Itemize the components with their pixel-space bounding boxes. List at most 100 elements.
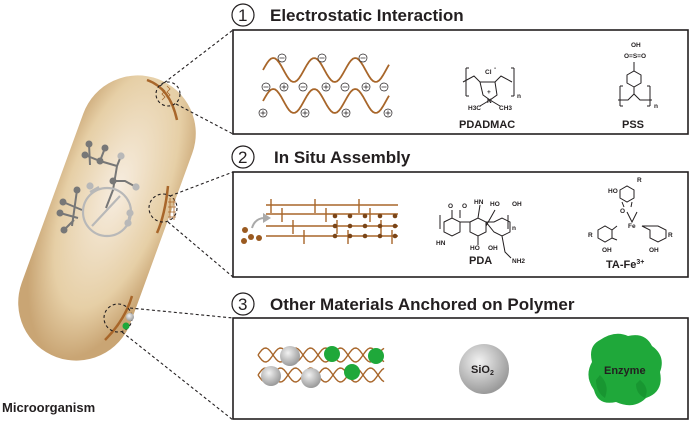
section-box — [232, 29, 689, 135]
coating-mini-2 — [168, 198, 176, 220]
precursor-particles — [241, 227, 262, 244]
ta-fe-structure: R HO O Fe R R OH OH TA-Fe3+ — [588, 177, 673, 271]
deposited-particle — [332, 233, 338, 239]
pdadmac-structure: Cl - + N H3C CH3 n PDADMAC — [459, 65, 521, 131]
svg-text:HN: HN — [474, 199, 484, 206]
silica-particle-mini — [126, 313, 134, 321]
section-in-situ: 2 In Situ Assembly O O HN HO OH HN HO OH… — [231, 145, 689, 278]
section-number-circle — [231, 145, 255, 169]
charge-sign — [323, 84, 329, 90]
charge-sign — [302, 110, 308, 116]
svg-text:+: + — [487, 89, 491, 96]
section-number: 2 — [238, 148, 247, 167]
svg-text:HO: HO — [470, 245, 480, 252]
svg-text:O=S=O: O=S=O — [624, 53, 646, 60]
deposited-particle — [332, 223, 338, 229]
svg-text:Cl: Cl — [485, 69, 492, 76]
section-box — [232, 171, 689, 278]
svg-text:Fe: Fe — [628, 223, 636, 230]
anchored-silica — [261, 346, 321, 388]
svg-text:OH: OH — [649, 247, 659, 254]
deposited-particle — [392, 223, 398, 229]
svg-text:n: n — [512, 225, 516, 232]
silica-label: SiO2 — [471, 364, 494, 377]
svg-text:HO: HO — [490, 201, 500, 208]
deposited-particle — [362, 233, 368, 239]
polymer-chain — [262, 88, 390, 114]
pdadmac-label: PDADMAC — [459, 119, 515, 131]
membrane-patch-3 — [104, 295, 134, 341]
section-title: Electrostatic Interaction — [270, 6, 464, 25]
deposited-particle — [392, 213, 398, 219]
svg-text:OH: OH — [602, 247, 612, 254]
membrane-patch-1 — [146, 78, 179, 121]
svg-text:O: O — [448, 203, 453, 210]
svg-text:O: O — [462, 203, 467, 210]
deposited-particle — [377, 233, 383, 239]
enzyme-shade — [596, 375, 647, 398]
microorganism: Microorganism — [2, 29, 234, 421]
charge-sign — [363, 84, 369, 90]
deposited-particle — [362, 213, 368, 219]
membrane-patch-2 — [155, 185, 170, 234]
charge-sign — [385, 110, 391, 116]
connector-3 — [121, 307, 234, 421]
section-number: 3 — [238, 295, 247, 314]
polyelectrolyte-layers — [258, 53, 393, 118]
deposited-particle — [332, 213, 338, 219]
deposited-particle — [392, 233, 398, 239]
section-box — [232, 317, 689, 420]
charge-sign — [343, 110, 349, 116]
pss-structure: OH O=S=O n PSS — [618, 42, 658, 131]
connector-1 — [159, 29, 234, 135]
charge-sign — [281, 84, 287, 90]
svg-text:NH2: NH2 — [512, 258, 525, 265]
zoom-circle-1 — [155, 81, 181, 107]
svg-text:OH: OH — [631, 42, 641, 49]
section-number-circle — [231, 3, 255, 27]
microorganism-label: Microorganism — [2, 400, 95, 415]
ta-fe-label: TA-Fe3+ — [606, 259, 644, 271]
polymer-mesh — [266, 199, 398, 244]
coating-mini-1 — [161, 85, 171, 101]
section-title: In Situ Assembly — [274, 148, 411, 167]
zoom-circle-2 — [148, 193, 178, 223]
svg-text:R: R — [588, 232, 593, 239]
deposited-particle — [362, 223, 368, 229]
silica-particle — [459, 344, 509, 394]
svg-text:O: O — [620, 208, 625, 215]
connector-2 — [167, 171, 234, 278]
deposited-particle — [347, 223, 353, 229]
polymer-chain — [257, 347, 385, 363]
pss-label: PSS — [622, 119, 644, 131]
anchored-enzymes — [324, 346, 384, 380]
deposited-particle — [347, 213, 353, 219]
polymer-chain — [262, 57, 390, 83]
deposited-particle — [347, 233, 353, 239]
arrowhead-icon — [263, 213, 271, 223]
svg-text:N: N — [487, 98, 492, 105]
section-number-circle — [231, 292, 255, 316]
enzyme-label: Enzyme — [604, 365, 646, 377]
svg-text:OH: OH — [512, 201, 522, 208]
pda-label: PDA — [469, 255, 492, 267]
svg-text:CH3: CH3 — [499, 105, 512, 112]
deposited-particle — [377, 223, 383, 229]
svg-text:n: n — [517, 93, 521, 100]
svg-text:n: n — [654, 103, 658, 110]
svg-text:HN: HN — [436, 240, 446, 247]
cell-body — [18, 75, 196, 361]
svg-text:HO: HO — [608, 188, 618, 195]
section-other-materials: 3 Other Materials Anchored on Polymer Si… — [231, 292, 689, 420]
charge-sign — [260, 110, 266, 116]
deposited-particle — [377, 213, 383, 219]
intracellular-ring — [81, 152, 140, 238]
svg-text:R: R — [668, 232, 673, 239]
intracellular-network — [56, 140, 137, 234]
svg-text:R: R — [637, 177, 642, 184]
svg-text:OH: OH — [488, 245, 498, 252]
pda-structure: O O HN HO OH HN HO OH NH2 n PDA — [436, 199, 525, 267]
section-title: Other Materials Anchored on Polymer — [270, 295, 575, 314]
enzyme-particle-mini — [122, 322, 130, 330]
